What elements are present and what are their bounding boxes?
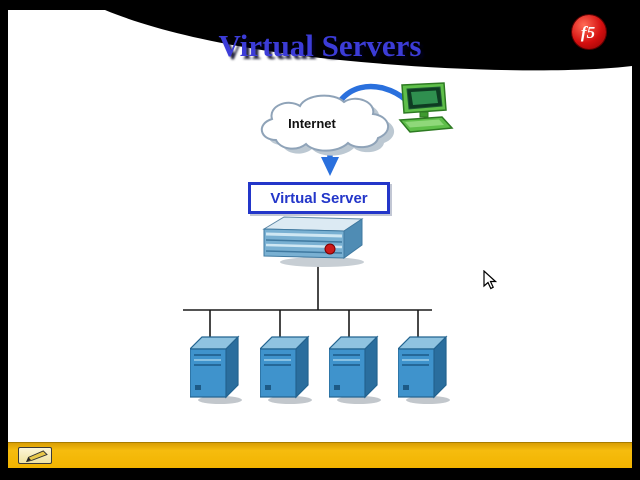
- footer-bar: [8, 442, 632, 468]
- pool-server-icon: [398, 335, 452, 405]
- slide-title: Virtual Servers: [218, 28, 422, 63]
- top-swoosh-decoration: [105, 10, 632, 71]
- f5-logo-text: f5: [580, 22, 596, 42]
- virtual-server-box: Virtual Server: [248, 182, 390, 214]
- pen-tool-button[interactable]: [18, 447, 52, 464]
- virtual-server-label: Virtual Server: [270, 189, 368, 207]
- slide: Virtual Servers f5 Internet: [8, 10, 632, 468]
- f5-badge-icon: [324, 243, 336, 255]
- pool-server-icon: [329, 335, 383, 405]
- pool-server-icon: [190, 335, 244, 405]
- client-computer-icon: [396, 82, 454, 140]
- mouse-cursor-icon: [483, 270, 497, 290]
- internet-label: Internet: [288, 116, 336, 131]
- pencil-icon: [25, 449, 48, 462]
- internet-cloud: Internet: [248, 92, 398, 160]
- pool-server-icon: [260, 335, 314, 405]
- f5-logo: f5: [572, 15, 606, 49]
- appliance-icon: [262, 216, 364, 267]
- bigip-appliance-icon: [260, 213, 368, 267]
- computer-icon: [398, 82, 454, 133]
